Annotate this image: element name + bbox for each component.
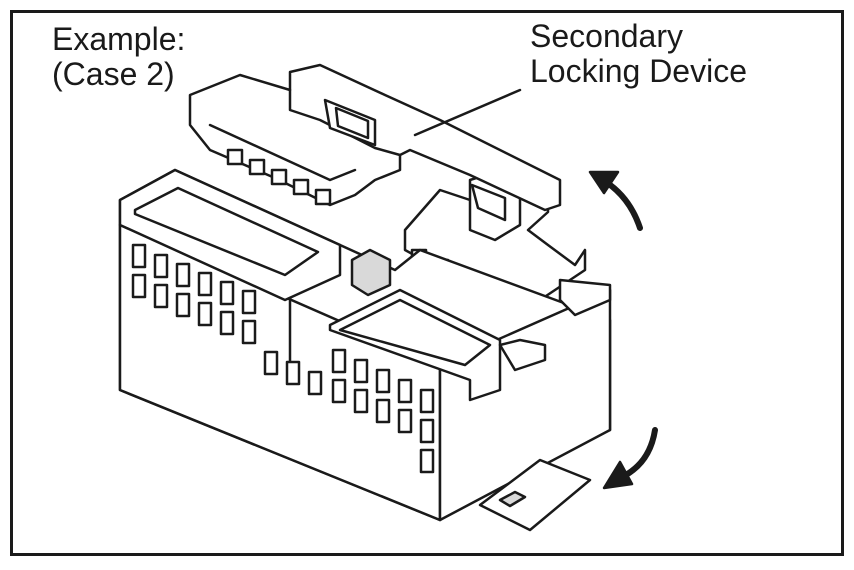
terminal-cavities-left bbox=[131, 243, 257, 345]
left-locking-flap bbox=[188, 63, 562, 212]
connector-housing bbox=[118, 168, 612, 532]
rotate-up-arrow-icon bbox=[588, 170, 643, 231]
example-label-line1: Example: bbox=[52, 21, 186, 57]
device-label-line2: Locking Device bbox=[530, 53, 747, 89]
device-label-line1: Secondary bbox=[530, 18, 683, 54]
terminal-cavities-right bbox=[331, 348, 435, 474]
example-case-label: Example: (Case 2) bbox=[52, 22, 185, 92]
secondary-locking-device-label: Secondary Locking Device bbox=[530, 19, 747, 89]
rotate-down-arrow-icon bbox=[602, 427, 658, 490]
example-label-line2: (Case 2) bbox=[52, 56, 175, 92]
terminal-cavities-middle bbox=[263, 350, 323, 396]
callout-leader-line bbox=[413, 88, 522, 137]
left-contact-teeth bbox=[226, 148, 332, 206]
